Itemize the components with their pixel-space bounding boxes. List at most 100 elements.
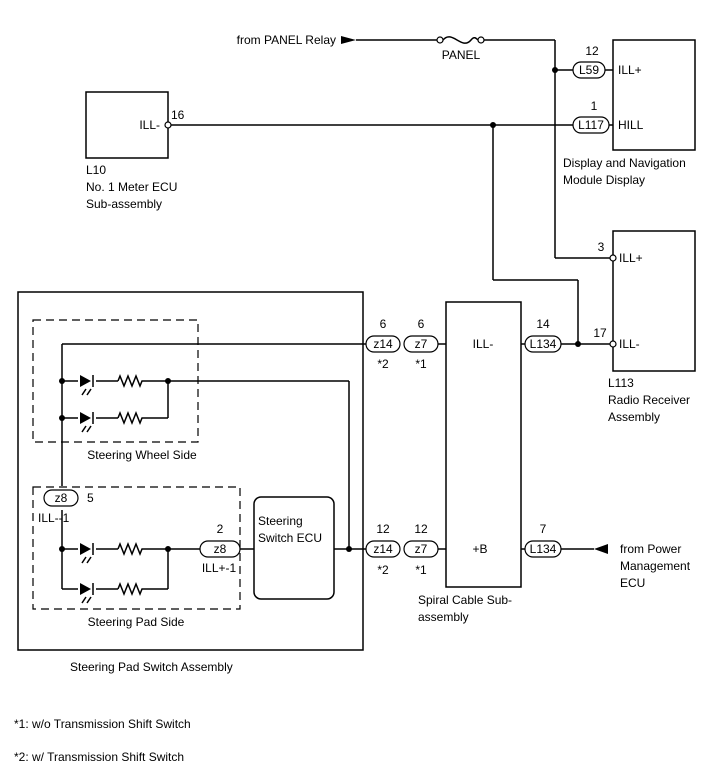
- spiral-right-top-conn: L134: [530, 337, 557, 351]
- z8-left-num: 5: [87, 491, 94, 505]
- z8-right-conn: z8: [214, 542, 227, 556]
- z14-top-note: *2: [377, 357, 389, 371]
- meter-ecu-box: [85, 91, 169, 159]
- z7-top-num: 6: [418, 317, 425, 331]
- fuse-panel-label: PANEL: [442, 48, 481, 62]
- led-icon: [80, 375, 91, 387]
- z7-top-note: *1: [415, 357, 427, 371]
- radio-code: L113: [608, 376, 634, 390]
- from-power-mgmt-line2: Management: [620, 559, 691, 573]
- radio-pin-ill-plus-terminal-icon: [609, 254, 617, 262]
- fuse-terminal-left-icon: [436, 36, 444, 44]
- arrow-from-panel-relay-icon: [341, 36, 356, 44]
- steering-switch-ecu-line1: Steering: [258, 514, 303, 528]
- splice-dot: [346, 546, 352, 552]
- splice-dot: [552, 67, 558, 73]
- radio-pin-number-1: 3: [598, 240, 605, 254]
- meter-pin-terminal-icon: [164, 121, 172, 129]
- connector-l59: [572, 61, 606, 79]
- connector-z7-top: [403, 335, 439, 353]
- display-name-line2: Module Display: [563, 173, 645, 187]
- meter-ecu-name-line2: Sub-assembly: [86, 197, 162, 211]
- z7-bottom-conn: z7: [415, 542, 428, 556]
- led-light-icon: [81, 596, 92, 604]
- splice-dot: [165, 378, 171, 384]
- connector-z14-top: [365, 335, 401, 353]
- spiral-label-top: ILL-: [473, 337, 494, 351]
- led-light-icon: [81, 556, 92, 564]
- led-light-icon: [81, 388, 92, 396]
- from-panel-relay-label: from PANEL Relay: [237, 33, 336, 47]
- from-power-mgmt-line1: from Power: [620, 542, 681, 556]
- from-power-mgmt-line3: ECU: [620, 576, 645, 590]
- radio-pin-number-2: 17: [593, 326, 607, 340]
- z8-left-conn: z8: [55, 491, 68, 505]
- radio-name-line2: Assembly: [608, 410, 660, 424]
- spiral-name-line2: assembly: [418, 610, 469, 624]
- led-light-icon: [81, 425, 92, 433]
- connector-z7-bottom: [403, 540, 439, 558]
- display-name-line1: Display and Navigation: [563, 156, 686, 170]
- meter-ecu-code: L10: [86, 163, 106, 177]
- spiral-right-bottom-conn: L134: [530, 542, 557, 556]
- spiral-right-bottom-num: 7: [540, 522, 547, 536]
- meter-pin-number: 16: [171, 108, 185, 122]
- note-1: *1: w/o Transmission Shift Switch: [14, 717, 191, 731]
- connector-l134-bottom: [524, 540, 562, 558]
- z7-bottom-note: *1: [415, 563, 427, 577]
- splice-dot: [575, 341, 581, 347]
- meter-pin-label: ILL-: [139, 118, 160, 132]
- led-icon: [80, 412, 91, 424]
- led-icon: [80, 583, 91, 595]
- z8-left-label: ILL--1: [38, 511, 70, 525]
- radio-pin-ill-minus-terminal-icon: [609, 340, 617, 348]
- z14-top-num: 6: [380, 317, 387, 331]
- resistor-icon: [117, 581, 144, 597]
- resistor-icon: [117, 410, 144, 426]
- resistor-icon: [117, 373, 144, 389]
- connector-z8-left: [43, 489, 79, 507]
- display-module-box: [612, 39, 696, 151]
- steering-switch-ecu-line2: Switch ECU: [258, 531, 322, 545]
- meter-ecu-name-line1: No. 1 Meter ECU: [86, 180, 177, 194]
- splice-dot: [59, 415, 65, 421]
- display-conn-label-2: L117: [578, 118, 604, 132]
- radio-pin-label-2: ILL-: [619, 337, 640, 351]
- steering-assembly-label: Steering Pad Switch Assembly: [70, 660, 233, 674]
- splice-dot: [165, 546, 171, 552]
- z14-bottom-note: *2: [377, 563, 389, 577]
- z14-bottom-conn: z14: [373, 542, 393, 556]
- display-pin-label-2: HILL: [618, 118, 644, 132]
- connector-l117: [572, 116, 610, 134]
- spiral-cable-box: [445, 301, 522, 588]
- z7-bottom-num: 12: [414, 522, 428, 536]
- spiral-name-line1: Spiral Cable Sub-: [418, 593, 512, 607]
- led-icon: [80, 543, 91, 555]
- display-pin-number-2: 1: [591, 99, 598, 113]
- radio-name-line1: Radio Receiver: [608, 393, 690, 407]
- splice-dot: [59, 378, 65, 384]
- radio-pin-label-1: ILL+: [619, 251, 643, 265]
- steering-pad-side-label: Steering Pad Side: [88, 615, 185, 629]
- resistor-icon: [117, 541, 144, 557]
- z7-top-conn: z7: [415, 337, 428, 351]
- z14-bottom-num: 12: [376, 522, 390, 536]
- splice-dot: [59, 546, 65, 552]
- z8-right-label: ILL+-1: [202, 561, 237, 575]
- display-conn-label-1: L59: [579, 63, 599, 77]
- steering-wheel-side-label: Steering Wheel Side: [87, 448, 197, 462]
- connector-z8-right: [199, 540, 241, 558]
- connector-l134-top: [524, 335, 562, 353]
- spiral-label-bottom: +B: [472, 542, 487, 556]
- led-resistor-group: [80, 373, 144, 604]
- spiral-right-top-num: 14: [536, 317, 550, 331]
- display-pin-number-1: 12: [585, 44, 599, 58]
- splice-dot: [490, 122, 496, 128]
- arrow-from-power-management-icon: [594, 544, 608, 554]
- z8-right-num: 2: [217, 522, 224, 536]
- radio-receiver-box: [612, 230, 696, 372]
- note-2: *2: w/ Transmission Shift Switch: [14, 750, 184, 764]
- fuse-terminal-right-icon: [477, 36, 485, 44]
- display-pin-label-1: ILL+: [618, 63, 642, 77]
